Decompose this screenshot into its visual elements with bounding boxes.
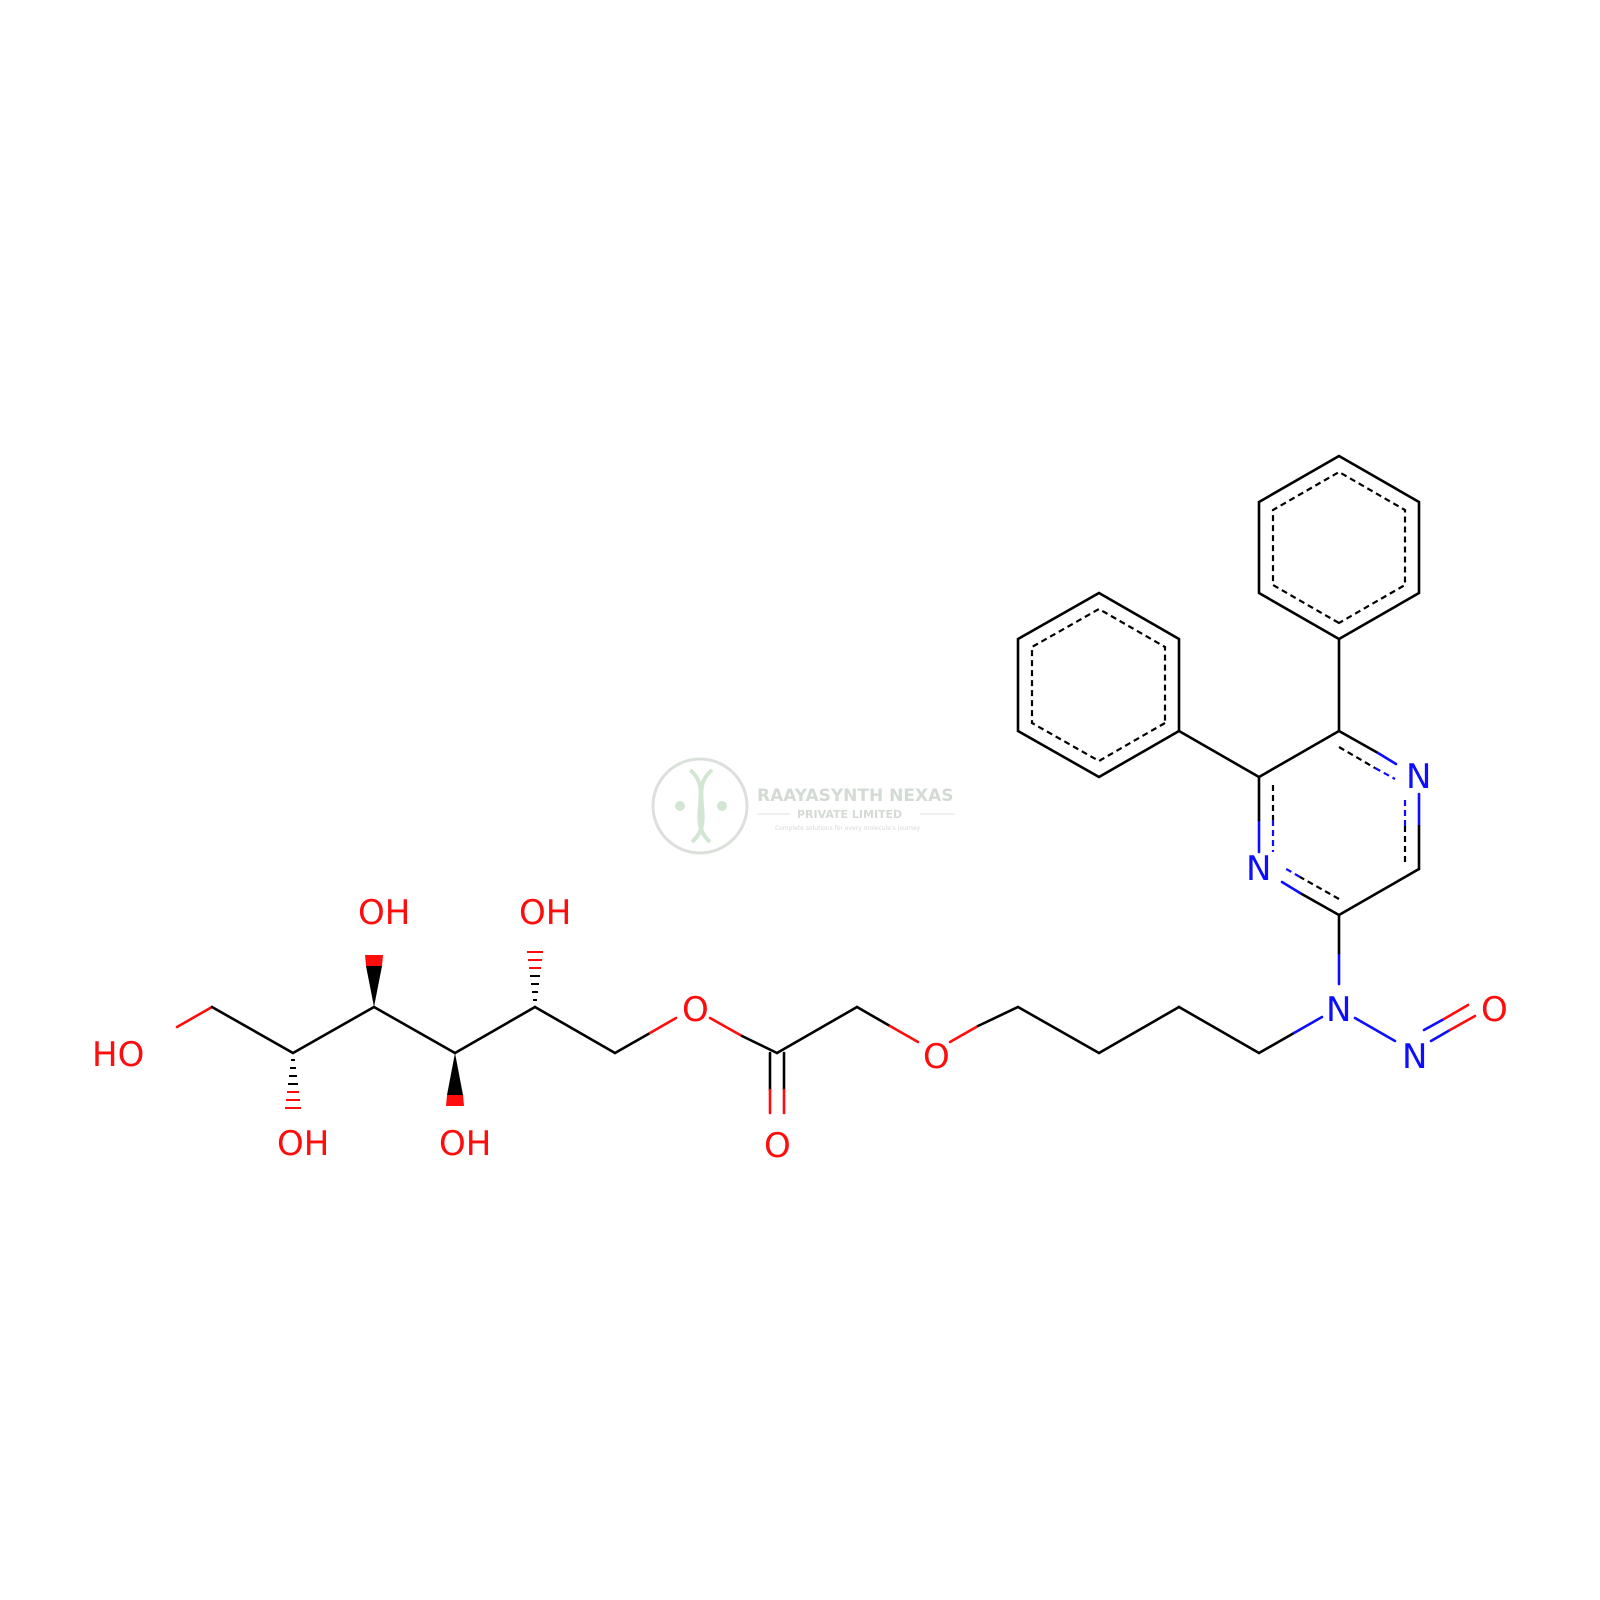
- bonds-sugar: [175, 1005, 779, 1055]
- watermark-subtitle: PRIVATE LIMITED: [797, 808, 902, 821]
- atom-oh-c2: OH: [277, 1124, 329, 1164]
- bonds-linker: [768, 913, 1477, 1115]
- phenyl-aromatic-dashes: [1030, 470, 1407, 763]
- atom-n-ring-1: N: [1246, 849, 1271, 889]
- atom-ho-terminal: HO: [92, 1035, 144, 1075]
- atom-oh-c3: OH: [358, 893, 410, 933]
- atom-oh-c4: OH: [439, 1124, 491, 1164]
- wedge-bond-c3-red: [365, 955, 383, 966]
- hashed-bond-c2: [285, 1059, 301, 1109]
- atom-o-nitroso: O: [1481, 990, 1508, 1030]
- phenyl-bonds: [1016, 454, 1421, 779]
- wedge-bond-c3: [366, 966, 382, 1007]
- wedge-bond-c4: [447, 1053, 463, 1095]
- atom-n-amine: N: [1326, 990, 1351, 1030]
- watermark-tagline: Complete solutions for every molecule's …: [775, 825, 921, 832]
- atom-oh-c5: OH: [519, 893, 571, 933]
- atom-n-ring-4: N: [1406, 757, 1431, 797]
- dna-helix-logo-icon: [675, 768, 727, 844]
- pyrazine-aromatic-dashes: [1271, 746, 1407, 900]
- watermark-logo-ring: [651, 757, 749, 855]
- atom-o-ester: O: [682, 990, 709, 1030]
- watermark: RAAYASYNTH NEXAS PRIVATE LIMITED Complet…: [651, 757, 955, 855]
- atom-o-carbonyl: O: [764, 1126, 791, 1166]
- atom-n-nitroso: N: [1402, 1037, 1427, 1077]
- atom-labels: HO OH OH OH OH O O O N N O N N: [92, 757, 1508, 1166]
- hashed-bond-c5: [527, 951, 543, 1001]
- wedge-bond-c4-red: [446, 1095, 464, 1106]
- watermark-company: RAAYASYNTH NEXAS: [757, 786, 954, 806]
- pyrazine-ring: [1257, 729, 1421, 917]
- atom-o-ether: O: [923, 1037, 950, 1077]
